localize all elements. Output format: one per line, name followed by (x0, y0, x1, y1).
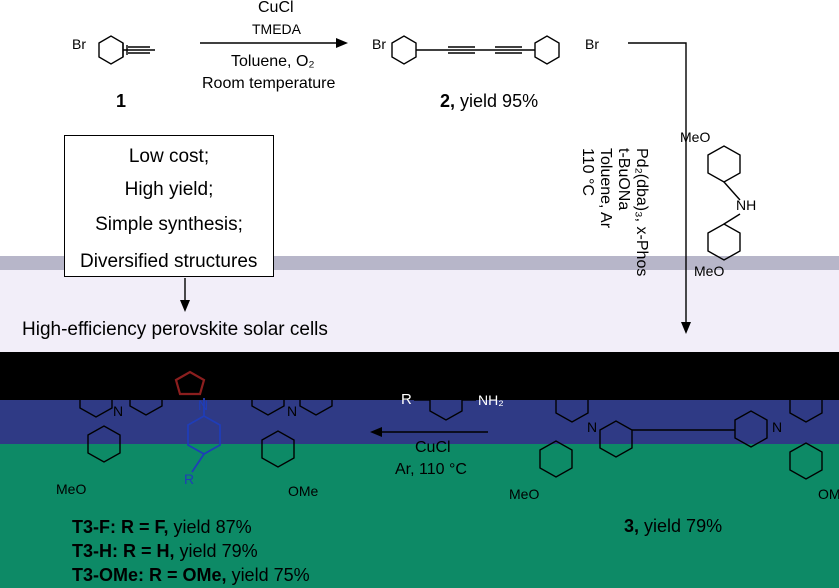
reagent-cucl-1: CuCl (258, 0, 294, 16)
amine-ome-bottom: MeO (694, 263, 725, 279)
yield-t3-h: T3-H: R = H, yield 79% (72, 542, 258, 560)
blue-phenyl-ring (187, 414, 221, 456)
compound-2-number: 2, (440, 91, 456, 111)
advantage-high-yield: High yield; (124, 179, 214, 200)
yield-t3-ome: T3-OMe: R = OMe, yield 75% (72, 566, 310, 584)
application-text: High-efficiency perovskite solar cells (22, 319, 328, 340)
ring-amine-bottom (707, 223, 741, 261)
band-green (0, 444, 839, 588)
yield-t3-ome-def: R = OMe, (149, 565, 227, 585)
ring-2a (391, 35, 417, 65)
cond-toluene-ar: Toluene, Ar (597, 148, 614, 229)
yield-t3-ome-name: T3-OMe: (72, 565, 144, 585)
ome-bottom-mid: OMe (288, 483, 319, 499)
r-label: R (184, 471, 195, 487)
aniline-r: R (401, 391, 412, 408)
compound-3-number: 3, (624, 516, 640, 536)
cond-ar-110: Ar, 110 °C (395, 461, 467, 478)
compound-3-yield: yield 79% (644, 516, 723, 536)
ome-prod3-left: MeO (509, 486, 540, 502)
br-right-2: Br (585, 36, 599, 52)
n-left: N (113, 403, 124, 419)
advantage-diversified: Diversified structures (80, 251, 258, 272)
advantage-simple-synthesis: Simple synthesis; (95, 214, 243, 235)
cond-room-temp: Room temperature (202, 75, 336, 92)
ome-prod3-right: OMe (818, 486, 839, 502)
label-compound-3: 3, yield 79% (624, 517, 722, 535)
label-compound-1: 1 (116, 91, 127, 111)
advantage-low-cost: Low cost; (128, 146, 210, 167)
ome-bottom-left: MeO (56, 481, 87, 497)
aniline-nh2: NH₂ (478, 392, 504, 408)
yield-t3-f: T3-F: R = F, yield 87% (72, 518, 252, 536)
ome-top-left: MeO (14, 354, 45, 370)
amine-ome-top: MeO (680, 129, 711, 145)
br-sm: Br (72, 36, 86, 52)
yield-t3-h-text: yield 79% (179, 541, 258, 561)
yield-t3-ome-text: yield 75% (231, 565, 310, 585)
ring-aniline (429, 383, 463, 421)
pyrrole-ring (174, 370, 206, 396)
br-left-2: Br (372, 36, 386, 52)
cond-tbuona: t-BuONa (615, 148, 632, 211)
reagent-tmeda: TMEDA (252, 21, 301, 37)
yield-t3-f-def: R = F, (121, 517, 169, 537)
n-prod3-left: N (587, 419, 598, 435)
amine-nh: NH (736, 197, 757, 213)
cond-toluene-o2: Toluene, O₂ (231, 53, 315, 70)
n-center: N (198, 397, 209, 413)
cond-cucl-3: CuCl (415, 439, 451, 456)
ring-2b (534, 35, 560, 65)
ring-amine-top (707, 145, 741, 183)
ring-1 (98, 35, 124, 65)
yield-t3-f-name: T3-F: (72, 517, 116, 537)
cond-110: 110 °C (579, 148, 596, 196)
yield-t3-h-name: T3-H: (72, 541, 118, 561)
yield-t3-f-text: yield 87% (173, 517, 252, 537)
compound-2-yield: yield 95% (460, 91, 539, 111)
buchwald-conditions: Pd₂(dba)₃, x-Phos t-BuONa Toluene, Ar 11… (578, 148, 650, 276)
cond-pd: Pd₂(dba)₃, x-Phos (633, 148, 650, 277)
band-lavender (0, 270, 839, 352)
yield-t3-h-def: R = H, (123, 541, 175, 561)
band-navy (0, 400, 839, 444)
n-right: N (287, 403, 298, 419)
label-compound-2: 2, yield 95% (440, 92, 538, 110)
n-prod3-right: N (772, 419, 783, 435)
band-dark (0, 352, 839, 400)
